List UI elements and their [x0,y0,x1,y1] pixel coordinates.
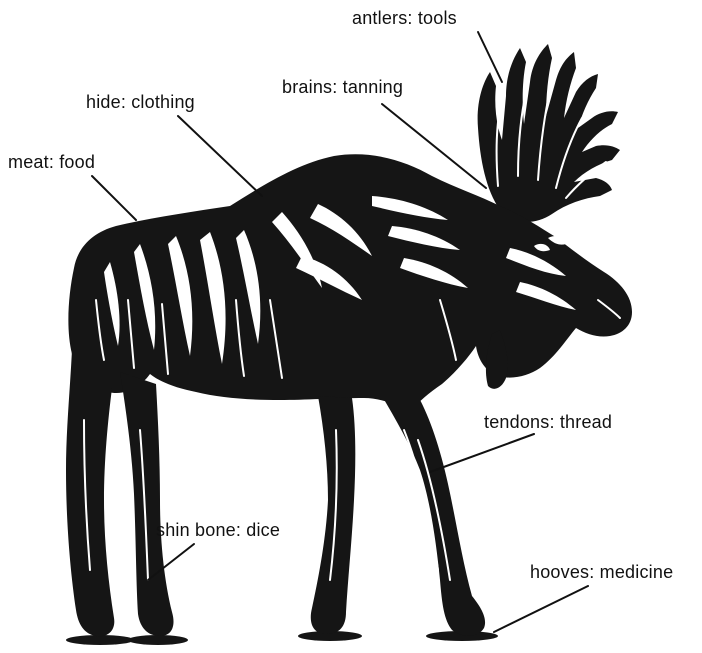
label-meat: meat: food [8,152,95,172]
antlers [478,44,620,222]
leader-hide [178,116,262,196]
leader-meat [92,176,136,220]
label-hide: hide: clothing [86,92,195,112]
label-brains: brains: tanning [282,77,403,97]
moose-illustration [66,44,632,645]
ground-shadows [66,631,498,645]
label-antlers: antlers: tools [352,8,457,28]
label-hooves: hooves: medicine [530,562,673,582]
label-shin-bone: shin bone: dice [156,520,280,540]
label-tendons: tendons: thread [484,412,612,432]
leader-hooves [494,586,588,632]
leader-tendons [430,434,534,472]
